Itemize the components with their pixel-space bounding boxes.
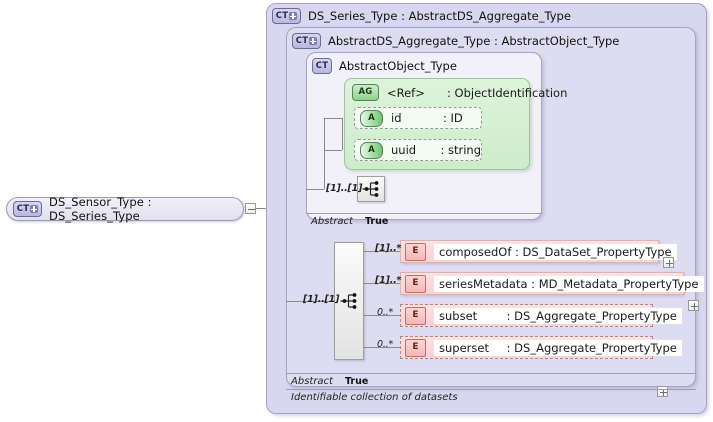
abstract-key: Abstract [291, 376, 333, 387]
container-ds-series-type-title: CT DS_Series_Type : AbstractDS_Aggregate… [272, 8, 571, 24]
complextype-icon: CT [312, 58, 332, 74]
attribute-row-id[interactable]: A id : ID [354, 107, 482, 129]
element-4-expand-toggle[interactable] [657, 386, 668, 397]
connector-seq1-stub [306, 189, 324, 190]
element-label: seriesMetadata : MD_Metadata_PropertyTyp… [434, 275, 704, 292]
element-type: : DS_DataSet_PropertyType [515, 244, 672, 259]
footer-abstract-outer: Abstract True [291, 376, 368, 387]
container-label: AbstractDS_Aggregate_Type : AbstractObje… [328, 34, 620, 48]
connector-elem-3 [364, 315, 400, 316]
element-name: superset [439, 340, 489, 355]
attribute-name: uuid [391, 143, 417, 157]
container-abstractds-aggregate-type-title: CT AbstractDS_Aggregate_Type : AbstractO… [292, 33, 619, 49]
root-collapse-toggle[interactable] [245, 203, 256, 214]
element-row-subset[interactable]: E subset : DS_Aggregate_PropertyType [400, 304, 682, 327]
divider-inner-footer [306, 213, 542, 214]
documentation-text: Identifiable collection of datasets [291, 392, 458, 403]
element-1-cardinality: [1]..* [375, 243, 402, 254]
element-label: superset : DS_Aggregate_PropertyType [434, 339, 682, 356]
element-icon: E [405, 338, 426, 357]
element-4-cardinality: 0..* [377, 339, 394, 350]
element-row-superset[interactable]: E superset : DS_Aggregate_PropertyType [400, 336, 682, 359]
connector-elem-4 [364, 347, 400, 348]
divider-outer-footer-top [286, 373, 696, 374]
abstract-value: True [364, 216, 389, 227]
container-label: DS_Series_Type : AbstractDS_Aggregate_Ty… [308, 9, 571, 23]
attribute-type: : ID [443, 111, 463, 125]
connector-elem-2 [364, 283, 400, 284]
connector-seq2-stub [286, 301, 334, 302]
element-label: composedOf : DS_DataSet_PropertyType [434, 243, 677, 260]
attribute-group-type: : ObjectIdentification [447, 85, 568, 100]
element-icon: E [405, 274, 426, 293]
abstract-value: True [344, 376, 369, 387]
connector-seq1-branch-id [324, 118, 342, 119]
sequence-icon [340, 293, 357, 309]
element-2-expand-toggle[interactable] [688, 300, 699, 311]
attribute-type: : string [440, 143, 481, 157]
abstract-key: Abstract [311, 216, 353, 227]
compositor-1-cardinality: [1]..[1] [326, 183, 363, 194]
container-abstractobject-type-title: CT AbstractObject_Type [312, 58, 457, 74]
sequence-icon [362, 181, 379, 197]
element-name: subset [439, 308, 478, 323]
attributegroup-icon: AG [352, 84, 379, 101]
container-label: AbstractObject_Type [339, 59, 457, 73]
sequence-compositor-1[interactable] [357, 176, 385, 202]
compositor-2-cardinality: [1]..[1] [303, 294, 340, 305]
complextype-icon: CT [292, 33, 321, 49]
divider-outer-footer-bottom [286, 389, 696, 390]
root-type-node[interactable]: CT DS_Sensor_Type : DS_Series_Type [6, 195, 244, 223]
connector-elem-1 [364, 251, 400, 252]
element-type: : DS_Aggregate_PropertyType [506, 308, 677, 323]
element-2-cardinality: [1]..* [375, 275, 402, 286]
element-icon: E [405, 242, 426, 261]
attribute-icon: A [360, 109, 383, 127]
element-row-seriesmetadata[interactable]: E seriesMetadata : MD_Metadata_PropertyT… [400, 272, 704, 295]
element-name: seriesMetadata [439, 276, 528, 291]
sequence-compositor-2[interactable] [334, 242, 364, 360]
attribute-icon: A [360, 141, 383, 159]
connector-root-to-series [256, 208, 268, 209]
complextype-icon: CT [13, 201, 42, 217]
footer-abstract-inner: Abstract True [311, 216, 388, 227]
element-label: subset : DS_Aggregate_PropertyType [434, 307, 682, 324]
element-type: : MD_Metadata_PropertyType [531, 276, 699, 291]
element-1-expand-toggle[interactable] [663, 257, 674, 268]
root-type-label: DS_Sensor_Type : DS_Series_Type [49, 195, 152, 223]
attribute-group-name: <Ref> [387, 85, 425, 100]
element-3-cardinality: 0..* [377, 307, 394, 318]
attribute-row-uuid[interactable]: A uuid : string [354, 139, 482, 161]
complextype-icon: CT [272, 8, 301, 24]
attribute-name: id [391, 111, 402, 125]
element-type: : DS_Aggregate_PropertyType [506, 340, 677, 355]
connector-seq1-to-box [342, 118, 343, 150]
connector-seq1-riser [324, 118, 325, 189]
element-icon: E [405, 306, 426, 325]
connector-seq1-branch-uuid [324, 150, 342, 151]
attribute-group-header: AG <Ref> : ObjectIdentification [352, 84, 567, 101]
element-name: composedOf [439, 244, 512, 259]
element-row-composedof[interactable]: E composedOf : DS_DataSet_PropertyType [400, 240, 677, 263]
